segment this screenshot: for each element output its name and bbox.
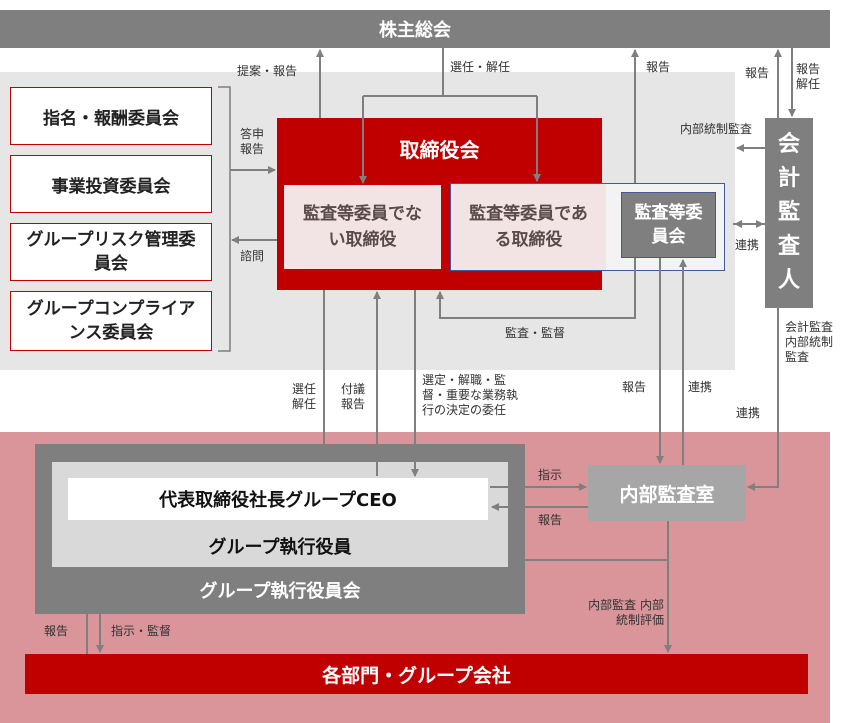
audit-supervision-label: 監査・監督 <box>505 326 566 340</box>
coordination-right-label: 連携 <box>736 406 761 420</box>
report-auditor-label: 報告 <box>745 66 770 80</box>
departments-label: 各部門・グループ会社 <box>322 664 511 687</box>
ceo-box: 代表取締役社長グループCEO <box>68 478 488 520</box>
nomination-committee-box: 指名・報酬委員会 <box>10 87 212 145</box>
delegation-label: 選定・解職・監督・重要な業務執行の決定の委任 <box>422 373 519 417</box>
shareholders-meeting-box: 株主総会 <box>0 10 830 48</box>
elect-dismiss-top-label: 選任・解任 <box>450 60 511 74</box>
board-of-directors-label: 取締役会 <box>399 137 480 162</box>
audit-committee-box: 監査等委員会 <box>621 192 716 258</box>
audit-directors-label: 監査等委員である取締役 <box>469 204 588 250</box>
non-audit-directors-label: 監査等委員でない取締役 <box>303 204 422 250</box>
departments-box: 各部門・グループ会社 <box>25 654 808 694</box>
internal-audit-office-label: 内部監査室 <box>619 483 715 506</box>
report-dismiss-label: 報告 解任 <box>796 62 821 91</box>
instruct-supervise-label: 指示・監督 <box>111 624 172 638</box>
report-dept-label: 報告 <box>44 624 69 638</box>
business-investment-committee-box: 事業投資委員会 <box>10 155 212 213</box>
risk-committee-label: グループリスク管理委員会 <box>26 230 196 274</box>
audit-directors-box <box>451 184 606 270</box>
nomination-committee-label: 指名・報酬委員会 <box>43 108 179 129</box>
coordination-ia-label: 連携 <box>688 380 713 394</box>
instruct-label: 指示 <box>538 468 563 482</box>
report-top-label: 報告 <box>646 60 671 74</box>
accounting-auditor-label: 会計監査人 <box>778 132 801 293</box>
report-ceo-label: 報告 <box>538 513 563 527</box>
report-ia-label: 報告 <box>622 380 647 394</box>
audit-committee-label: 監査等委員会 <box>634 203 703 247</box>
business-investment-committee-label: 事業投資委員会 <box>51 176 171 197</box>
compliance-committee-box: グループコンプライアンス委員会 <box>10 291 212 351</box>
exec-committee-label: グループ執行役員会 <box>199 581 361 602</box>
coordination-auditor-label: 連携 <box>735 238 760 252</box>
elect-dismiss-exec-label: 選任 解任 <box>292 382 317 411</box>
risk-committee-box: グループリスク管理委員会 <box>10 223 212 281</box>
non-audit-directors-box: 監査等委員でない取締役 <box>284 185 441 269</box>
shareholders-meeting-label: 株主総会 <box>379 20 451 41</box>
refer-report-label: 付議 報告 <box>341 382 366 411</box>
proposal-report-label: 提案・報告 <box>237 64 298 78</box>
ceo-label: 代表取締役社長グループCEO <box>159 490 397 511</box>
consult-label: 諮問 <box>240 249 265 263</box>
internal-control-audit-label: 内部統制監査 <box>680 122 753 136</box>
compliance-committee-label: グループコンプライアンス委員会 <box>26 299 196 343</box>
reply-report-label: 答申 報告 <box>240 127 265 156</box>
internal-audit-office-box: 内部監査室 <box>588 465 746 521</box>
accounting-auditor-box: 会計監査人 <box>765 118 813 308</box>
ia-audit-label: 内部監査 内部統制評価 <box>588 598 664 627</box>
exec-officers-label: グループ執行役員 <box>208 537 352 558</box>
accounting-audit-label: 会計監査 内部統制 監査 <box>785 320 834 364</box>
